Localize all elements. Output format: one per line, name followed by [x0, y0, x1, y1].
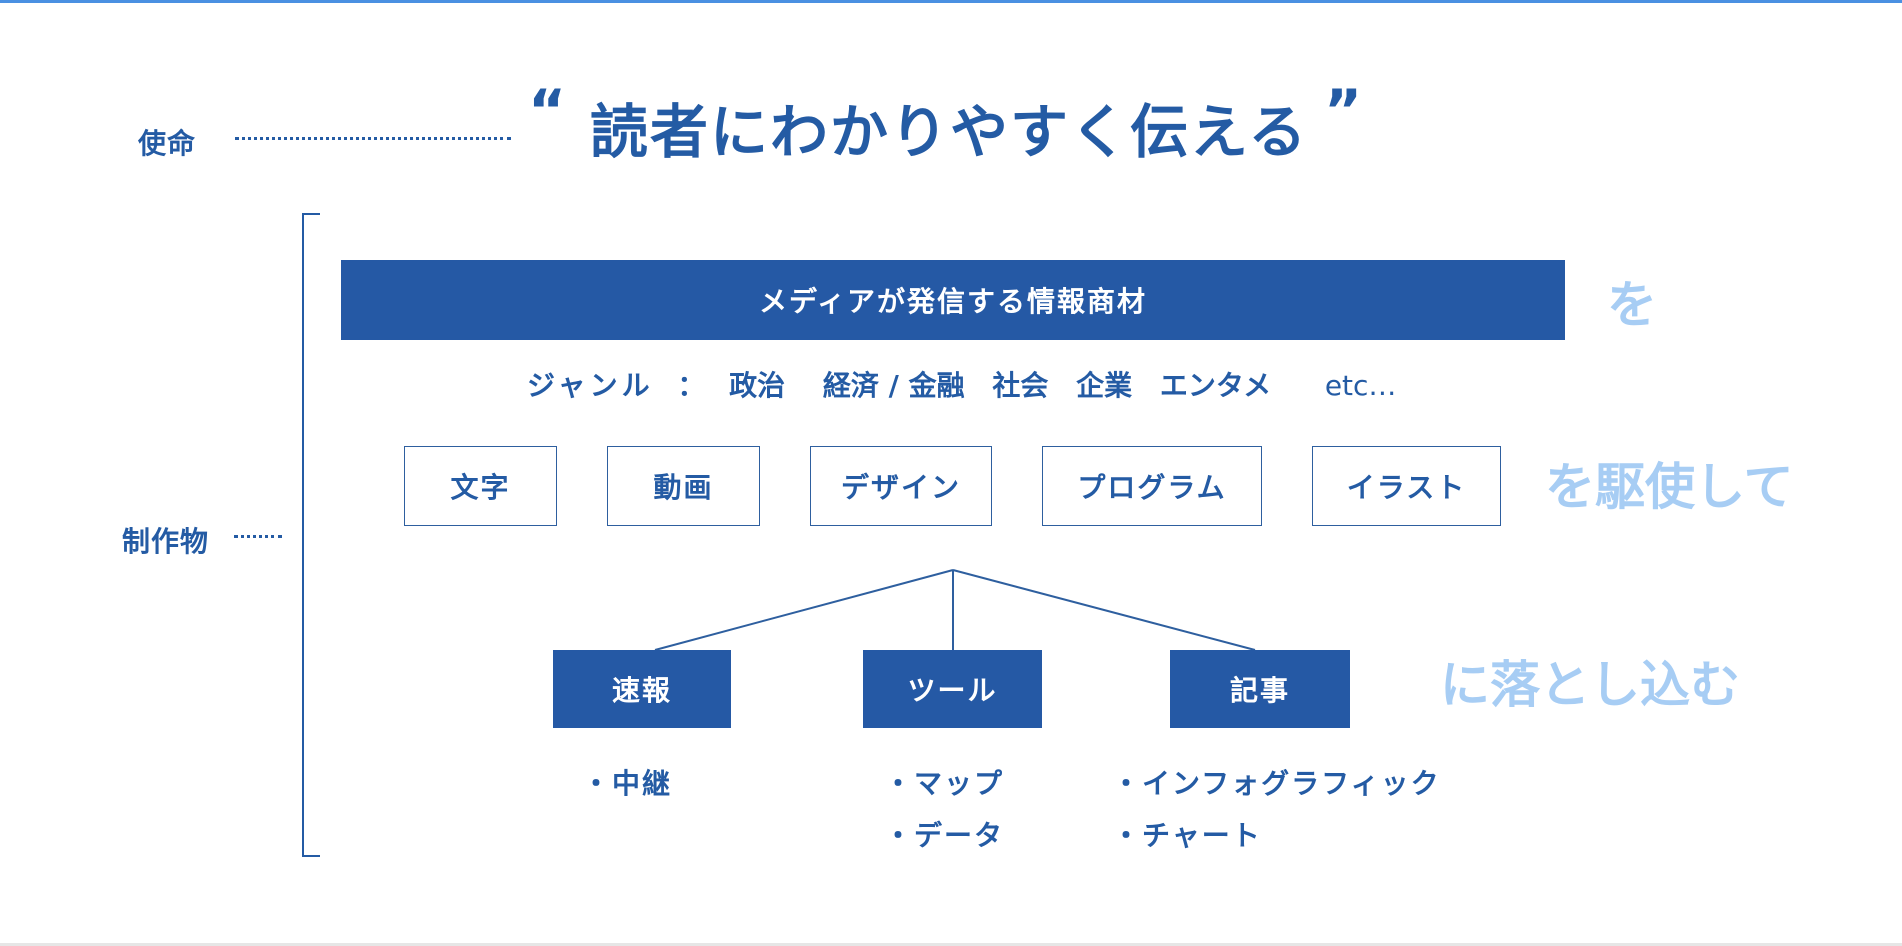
output-box-breaking-news: 速報	[553, 650, 731, 728]
output-box-tools: ツール	[863, 650, 1042, 728]
skills-accent: を駆使して	[1545, 458, 1794, 516]
mission-dotted-leader	[235, 137, 511, 140]
products-label: 制作物	[122, 525, 210, 558]
bottom-rule	[0, 943, 1902, 946]
genre-item: 経済 / 金融	[822, 369, 965, 402]
genre-item: etc…	[1324, 369, 1397, 402]
genre-item: エンタメ	[1159, 369, 1272, 402]
output-bullet: ・中継	[582, 767, 673, 800]
genre-label: ジャンル	[527, 369, 654, 402]
media-banner: メディアが発信する情報商材	[341, 260, 1565, 340]
products-bracket	[302, 213, 320, 857]
outputs-accent: に落とし込む	[1440, 656, 1740, 714]
close-quote: ”	[1324, 77, 1363, 145]
media-accent: を	[1607, 276, 1657, 334]
top-rule	[0, 0, 1902, 3]
output-bullet: ・インフォグラフィック	[1112, 767, 1441, 800]
open-quote: “	[528, 77, 567, 145]
skill-box-text: 文字	[404, 446, 557, 526]
mission-statement: 読者にわかりやすく伝える	[590, 98, 1309, 166]
genre-line: ジャンル ： 政治 経済 / 金融 社会 企業 エンタメ etc…	[527, 364, 1407, 404]
genre-item: 社会	[992, 369, 1049, 402]
skill-box-video: 動画	[607, 446, 760, 526]
output-box-articles: 記事	[1170, 650, 1350, 728]
mission-label: 使命	[138, 127, 197, 160]
skill-box-design: デザイン	[810, 446, 992, 526]
genre-item: 企業	[1076, 369, 1133, 402]
products-dotted-leader	[234, 535, 282, 538]
skill-box-illustration: イラスト	[1312, 446, 1501, 526]
output-bullet: ・チャート	[1112, 819, 1262, 852]
genre-separator: ：	[677, 369, 706, 402]
skill-box-program: プログラム	[1042, 446, 1262, 526]
genre-item: 政治	[729, 369, 786, 402]
output-bullet: ・データ	[884, 819, 1005, 852]
output-bullet: ・マップ	[884, 767, 1005, 800]
